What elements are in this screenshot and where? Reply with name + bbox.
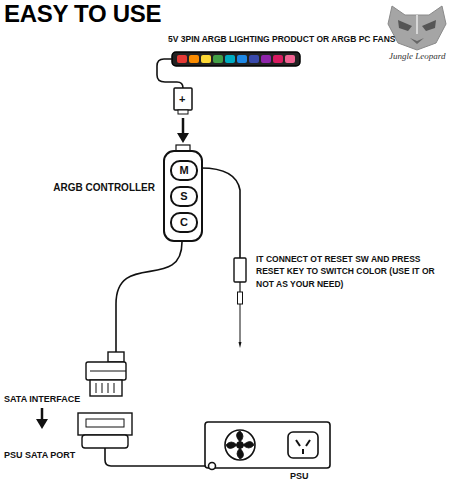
sata-connector-part (86, 362, 126, 380)
button-key: M (170, 160, 198, 181)
led-strip-part (201, 55, 211, 63)
led-strip-part (261, 55, 271, 63)
sata-connector (86, 352, 126, 396)
reset-switch-lead-part (234, 258, 246, 282)
led-strip-part (213, 55, 223, 63)
down-arrow-part (41, 408, 44, 420)
psu-unit-part (226, 442, 237, 449)
part-label: PSU (290, 471, 309, 482)
psu-unit-part (296, 440, 300, 446)
cable-part (157, 59, 183, 88)
part-label: ARGB CONTROLLER (53, 182, 155, 194)
psu-unit-part (306, 440, 310, 446)
reset-switch-lead (234, 258, 246, 348)
led-strip-part (249, 55, 259, 63)
led-connector-part (174, 88, 192, 110)
button-key: C (170, 212, 198, 233)
psu-unit-part (237, 442, 243, 448)
reset-note: IT CONNECT OT RESET SW AND PRESS RESET K… (256, 253, 446, 290)
sata-connector-part (90, 371, 126, 372)
psu-unit-part (302, 449, 304, 454)
psu-sata-port-part (82, 435, 128, 448)
psu-sata-port-part (86, 419, 124, 427)
down-arrow-part (182, 118, 185, 134)
cable-part (116, 242, 182, 352)
page-title: EASY TO USE (4, 0, 161, 29)
led-strip-part (172, 52, 300, 66)
button-letter: S (172, 188, 196, 205)
button-letter: C (172, 214, 196, 231)
reset-switch-lead-part (239, 342, 242, 348)
sata-connector-part (108, 352, 124, 362)
sata-connector-part (114, 383, 115, 393)
part-label: SATA INTERFACE (4, 394, 80, 405)
led-strip (172, 52, 300, 66)
psu-sata-port-part (78, 413, 132, 435)
brand-logo-part (410, 38, 424, 44)
led-strip-part (237, 55, 247, 63)
part-label: PSU SATA PORT (4, 450, 75, 461)
brand-logo-part (398, 20, 412, 31)
led-strip-part (189, 55, 199, 63)
psu-unit (205, 422, 330, 470)
brand-logo (388, 6, 446, 50)
psu-unit-part (225, 430, 255, 460)
sata-connector-part (108, 383, 109, 393)
psu-unit-part (205, 422, 330, 468)
led-strip-part (273, 55, 283, 63)
psu-sata-port (78, 413, 132, 448)
psu-unit-part (209, 463, 216, 470)
led-strip-part (177, 55, 187, 63)
controller-box: ARGB CONTROLLERMSC (163, 150, 203, 242)
reset-switch-lead-part (238, 292, 243, 304)
brand-logo-part (422, 20, 436, 31)
reset-switch-lead-part (240, 304, 241, 342)
cable-part (201, 168, 240, 258)
brand-logo-part (388, 6, 446, 50)
brand-logo-part (416, 15, 418, 34)
polarity-mark: + (179, 93, 185, 106)
led-strip-part (225, 55, 235, 63)
down-arrow-part (177, 133, 189, 143)
product-note: 5V 3PIN ARGB LIGHTING PRODUCT OR ARGB PC… (168, 34, 395, 44)
sata-connector-part (102, 383, 103, 393)
psu-unit-part (288, 432, 318, 458)
reset-switch-lead-part (239, 282, 240, 292)
button-letter: M (172, 162, 196, 179)
button-key: S (170, 186, 198, 207)
led-strip-part (285, 55, 295, 63)
led-connector (174, 88, 192, 114)
sata-connector-part (90, 380, 122, 396)
psu-unit-part (243, 442, 254, 449)
sata-connector-part (96, 383, 97, 393)
down-arrow-part (36, 419, 48, 429)
cable (105, 59, 240, 466)
psu-unit-part (237, 448, 244, 459)
cable-part (105, 448, 209, 466)
brand-name: Jungle Leopard (389, 51, 445, 62)
psu-unit-part (237, 431, 244, 442)
led-connector-part (178, 110, 188, 114)
